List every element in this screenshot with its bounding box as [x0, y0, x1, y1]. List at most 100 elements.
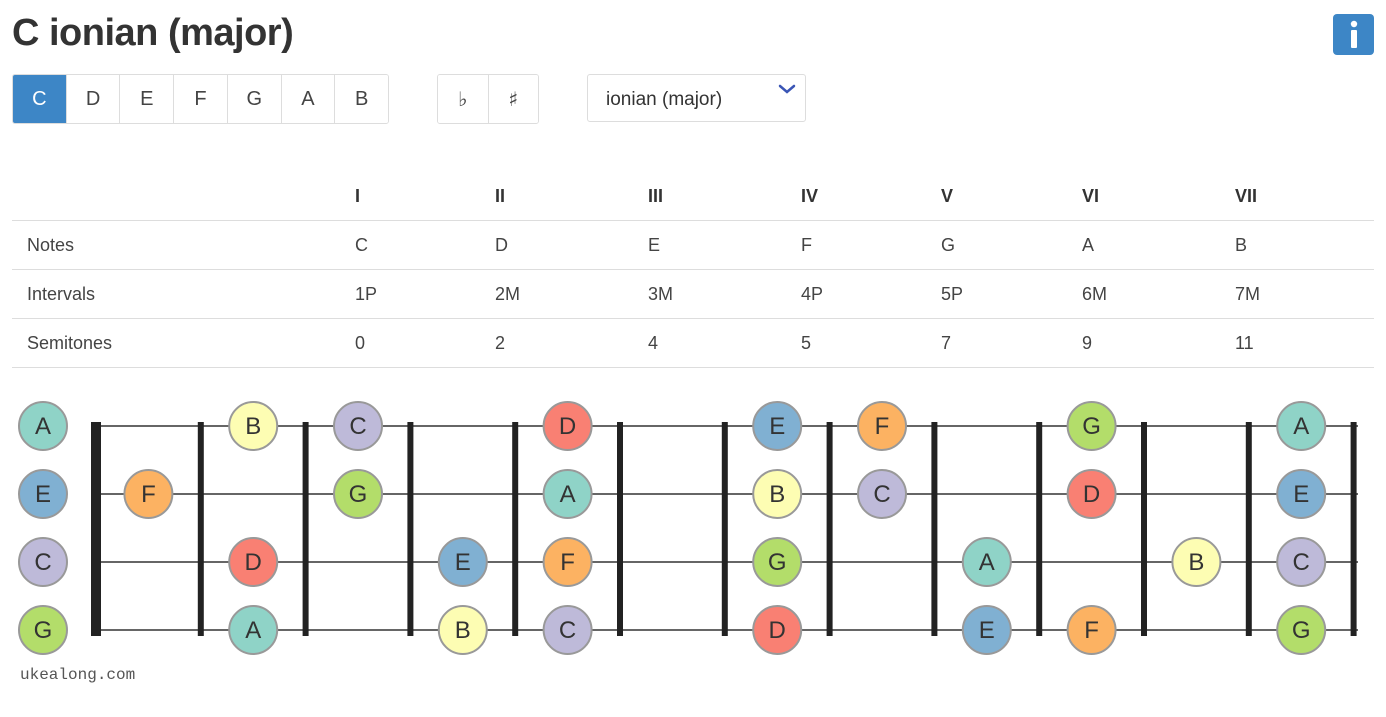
note-label: C — [873, 481, 890, 508]
fret-note: A — [18, 401, 68, 451]
table-cell: 5 — [801, 333, 812, 353]
note-label: A — [35, 413, 51, 440]
fret-bar — [1141, 422, 1147, 636]
table-cell: 7 — [941, 333, 952, 353]
note-label: B — [455, 617, 471, 644]
key-button-d[interactable]: D — [66, 75, 121, 123]
degree-header: IV — [801, 186, 819, 206]
note-circle — [228, 537, 279, 587]
note-label: C — [559, 617, 576, 644]
note-circle — [228, 605, 279, 655]
fret-bar — [302, 422, 309, 636]
key-button-g[interactable]: G — [227, 75, 282, 123]
table-cell: 1P — [355, 284, 378, 304]
fret-bar — [1245, 422, 1252, 636]
note-label: C — [1293, 549, 1310, 576]
fret-note: F — [857, 401, 907, 451]
note-circle — [333, 401, 383, 451]
note-label: A — [1293, 413, 1309, 440]
row-label: Semitones — [27, 333, 113, 353]
note-label: A — [245, 617, 261, 644]
table-cell: C — [355, 235, 368, 255]
table-cell: 7M — [1235, 284, 1261, 304]
fret-note: D — [228, 537, 279, 587]
note-circle — [1276, 469, 1327, 519]
note-circle — [542, 401, 593, 451]
note-circle — [752, 605, 803, 655]
fret-note: F — [123, 469, 174, 519]
degree-header: III — [648, 186, 664, 206]
table-cell: 4P — [801, 284, 824, 304]
fret-bar — [826, 422, 833, 636]
note-circle — [961, 537, 1012, 587]
note-circle — [18, 537, 68, 587]
fret-note: E — [1276, 469, 1327, 519]
fret-note: E — [18, 469, 68, 519]
table-cell: F — [801, 235, 812, 255]
note-circle — [333, 469, 383, 519]
note-label: E — [455, 549, 471, 576]
note-label: B — [1188, 549, 1204, 576]
note-circle — [437, 537, 488, 587]
fret-note: C — [542, 605, 593, 655]
table-cell: 9 — [1082, 333, 1093, 353]
note-label: C — [34, 549, 51, 576]
note-label: F — [560, 549, 575, 576]
table-cell: 11 — [1235, 333, 1254, 353]
table-cell: 5P — [941, 284, 964, 304]
fret-bar — [407, 422, 414, 636]
degree-header: II — [495, 186, 506, 206]
table-cell: E — [648, 235, 661, 255]
table-cell: 0 — [355, 333, 366, 353]
note-label: G — [1082, 413, 1101, 440]
table-cell: 4 — [648, 333, 659, 353]
info-button[interactable] — [1333, 14, 1374, 55]
note-circle — [1276, 605, 1327, 655]
fret-note: B — [1171, 537, 1222, 587]
note-circle — [1066, 401, 1117, 451]
fret-bar — [1036, 422, 1043, 636]
key-button-f[interactable]: F — [174, 75, 228, 123]
note-label: C — [349, 413, 366, 440]
note-label: E — [769, 413, 785, 440]
note-circle — [857, 469, 907, 519]
fret-note: B — [228, 401, 279, 451]
note-circle — [18, 401, 68, 451]
fret-note: E — [961, 605, 1012, 655]
note-circle — [1171, 537, 1222, 587]
flat-button[interactable]: ♭ — [438, 75, 489, 123]
note-label: F — [1084, 617, 1099, 644]
key-button-e[interactable]: E — [120, 75, 175, 123]
fret-note: E — [437, 537, 488, 587]
key-button-a[interactable]: A — [281, 75, 336, 123]
row-label: Intervals — [27, 284, 96, 304]
note-label: E — [979, 617, 995, 644]
note-circle — [542, 469, 593, 519]
mode-select[interactable]: ionian (major) — [587, 74, 806, 122]
fret-bar — [512, 422, 519, 636]
note-circle — [18, 605, 68, 655]
fret-note: A — [228, 605, 279, 655]
sharp-button[interactable]: ♯ — [488, 75, 538, 123]
page-title: C ionian (major) — [12, 12, 294, 54]
note-label: G — [349, 481, 368, 508]
row-label: Notes — [27, 235, 75, 255]
fret-note: D — [1066, 469, 1117, 519]
key-button-c[interactable]: C — [13, 75, 67, 123]
note-label: E — [1293, 481, 1309, 508]
fret-note: F — [1066, 605, 1117, 655]
note-circle — [228, 401, 279, 451]
fret-bar — [721, 422, 728, 636]
note-label: A — [560, 481, 576, 508]
note-label: F — [875, 413, 890, 440]
note-circle — [123, 469, 174, 519]
note-circle — [1066, 605, 1117, 655]
fret-note: A — [1276, 401, 1327, 451]
fret-note: C — [857, 469, 907, 519]
key-button-b[interactable]: B — [335, 75, 388, 123]
fret-note: G — [333, 469, 383, 519]
nut — [91, 422, 101, 636]
